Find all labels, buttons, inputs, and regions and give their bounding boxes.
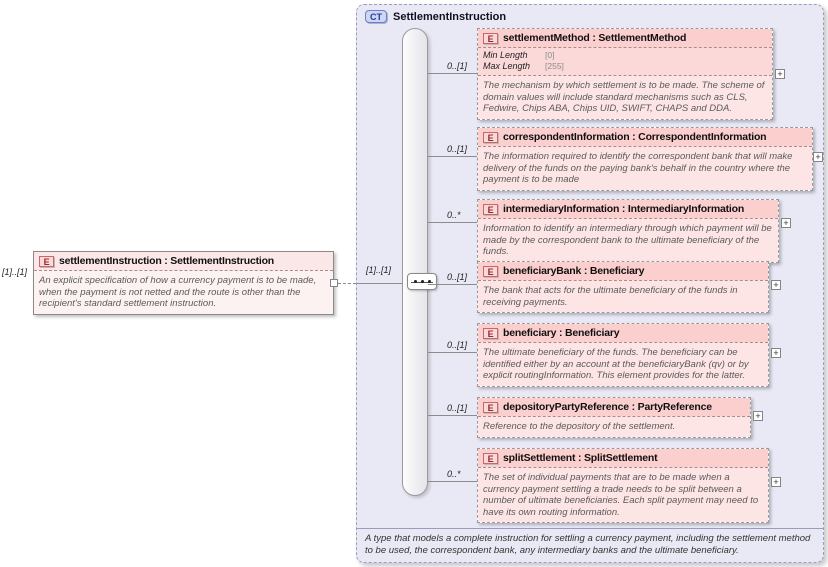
element-title: depositoryPartyReference : PartyReferenc… bbox=[503, 401, 712, 413]
element-header: E beneficiaryBank : Beneficiary bbox=[478, 262, 768, 280]
connector-line bbox=[338, 283, 356, 284]
element-title: intermediaryInformation : IntermediaryIn… bbox=[503, 203, 745, 215]
element-box-beneficiary[interactable]: E beneficiary : Beneficiary The ultimate… bbox=[477, 323, 769, 387]
model-group-bar bbox=[402, 28, 428, 496]
connector-line bbox=[428, 352, 477, 353]
element-icon: E bbox=[39, 255, 54, 267]
root-element-header: E settlementInstruction : SettlementInst… bbox=[34, 252, 333, 270]
facet-row: Min Length [0] bbox=[483, 50, 767, 61]
facets-section: Min Length [0] Max Length [255] bbox=[478, 47, 772, 75]
cardinality-label: 0..[1] bbox=[447, 340, 468, 350]
sequence-cardinality-label: [1]..[1] bbox=[366, 265, 392, 275]
connector-line bbox=[428, 415, 477, 416]
element-title: correspondentInformation : Correspondent… bbox=[503, 131, 767, 143]
root-element-box[interactable]: E settlementInstruction : SettlementInst… bbox=[33, 251, 334, 315]
complex-type-icon: CT bbox=[365, 10, 387, 23]
expand-button[interactable]: + bbox=[753, 411, 763, 421]
root-element-description: An explicit specification of how a curre… bbox=[34, 270, 333, 314]
element-title: settlementMethod : SettlementMethod bbox=[503, 32, 687, 44]
sequence-dot bbox=[413, 280, 417, 283]
element-title: beneficiary : Beneficiary bbox=[503, 327, 620, 339]
element-box-correspondent-information[interactable]: E correspondentInformation : Corresponde… bbox=[477, 127, 813, 191]
element-header: E depositoryPartyReference : PartyRefere… bbox=[478, 398, 750, 416]
element-description: The information required to identify the… bbox=[478, 146, 812, 190]
facet-row: Max Length [255] bbox=[483, 61, 767, 72]
element-description: The set of individual payments that are … bbox=[478, 467, 768, 522]
element-icon: E bbox=[483, 32, 498, 44]
facet-value: [0] bbox=[545, 50, 555, 60]
element-icon: E bbox=[483, 327, 498, 339]
expand-button[interactable]: + bbox=[771, 348, 781, 358]
connector-line bbox=[428, 156, 477, 157]
element-icon: E bbox=[483, 203, 498, 215]
expand-button[interactable]: + bbox=[781, 218, 791, 228]
element-description: The mechanism by which settlement is to … bbox=[478, 75, 772, 119]
expand-button[interactable]: + bbox=[771, 477, 781, 487]
facet-value: [255] bbox=[545, 61, 564, 71]
cardinality-label: 0..[1] bbox=[447, 272, 468, 282]
root-element-title: settlementInstruction : SettlementInstru… bbox=[59, 255, 275, 267]
connector-line bbox=[428, 481, 477, 482]
cardinality-label: 0..* bbox=[447, 469, 461, 479]
element-box-intermediary-information[interactable]: E intermediaryInformation : Intermediary… bbox=[477, 199, 779, 263]
element-box-split-settlement[interactable]: E splitSettlement : SplitSettlement The … bbox=[477, 448, 769, 523]
element-box-settlement-method[interactable]: E settlementMethod : SettlementMethod Mi… bbox=[477, 28, 773, 120]
element-icon: E bbox=[483, 401, 498, 413]
root-cardinality-label: [1]..[1] bbox=[2, 267, 28, 277]
connector-line bbox=[428, 73, 477, 74]
connector-line bbox=[428, 284, 477, 285]
element-icon: E bbox=[483, 452, 498, 464]
cardinality-label: 0..[1] bbox=[447, 403, 468, 413]
connector-line bbox=[357, 283, 409, 284]
element-title: beneficiaryBank : Beneficiary bbox=[503, 265, 645, 277]
element-header: E correspondentInformation : Corresponde… bbox=[478, 128, 812, 146]
element-icon: E bbox=[483, 265, 498, 277]
sequence-compositor-icon[interactable] bbox=[407, 273, 437, 290]
element-header: E splitSettlement : SplitSettlement bbox=[478, 449, 768, 467]
element-description: The ultimate beneficiary of the funds. T… bbox=[478, 342, 768, 386]
element-title: splitSettlement : SplitSettlement bbox=[503, 452, 658, 464]
complex-type-title: SettlementInstruction bbox=[393, 10, 507, 23]
element-description: Reference to the depository of the settl… bbox=[478, 416, 750, 437]
connector-line bbox=[428, 222, 477, 223]
expand-button[interactable]: + bbox=[813, 152, 823, 162]
element-header: E settlementMethod : SettlementMethod bbox=[478, 29, 772, 47]
complex-type-annotation: A type that models a complete instructio… bbox=[357, 528, 823, 562]
sequence-dot bbox=[420, 280, 424, 283]
cardinality-label: 0..* bbox=[447, 210, 461, 220]
element-description: Information to identify an intermediary … bbox=[478, 218, 778, 262]
element-box-depository-party-reference[interactable]: E depositoryPartyReference : PartyRefere… bbox=[477, 397, 751, 438]
cardinality-label: 0..[1] bbox=[447, 144, 468, 154]
expand-button[interactable]: + bbox=[775, 69, 785, 79]
complex-type-header: CT SettlementInstruction bbox=[365, 10, 506, 23]
facet-label: Min Length bbox=[483, 50, 528, 60]
element-header: E beneficiary : Beneficiary bbox=[478, 324, 768, 342]
element-header: E intermediaryInformation : Intermediary… bbox=[478, 200, 778, 218]
element-box-beneficiary-bank[interactable]: E beneficiaryBank : Beneficiary The bank… bbox=[477, 261, 769, 313]
reference-connector-square bbox=[330, 279, 338, 287]
facet-label: Max Length bbox=[483, 61, 531, 71]
sequence-dot bbox=[427, 280, 431, 283]
cardinality-label: 0..[1] bbox=[447, 61, 468, 71]
element-icon: E bbox=[483, 131, 498, 143]
expand-button[interactable]: + bbox=[771, 280, 781, 290]
element-description: The bank that acts for the ultimate bene… bbox=[478, 280, 768, 312]
